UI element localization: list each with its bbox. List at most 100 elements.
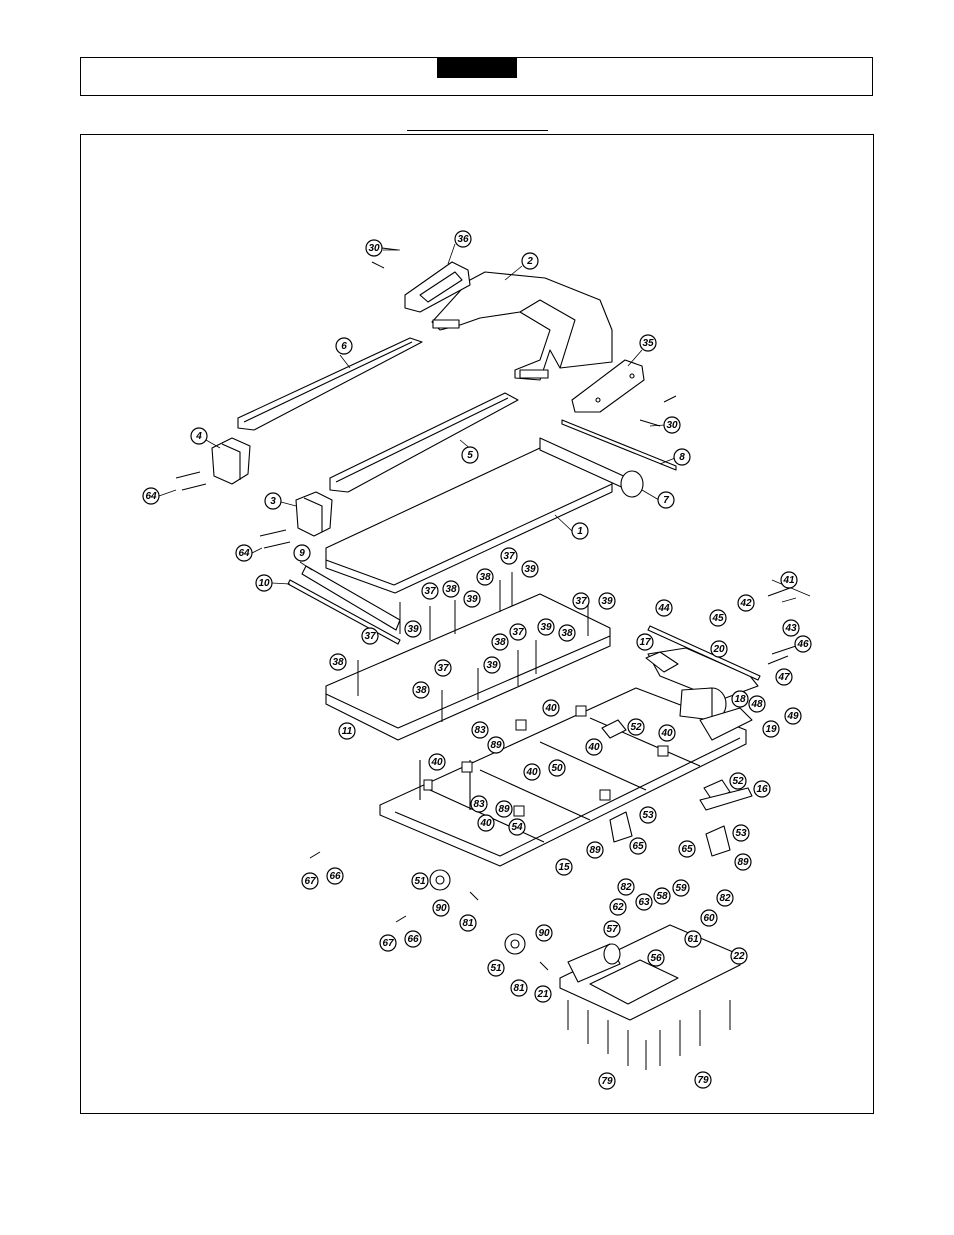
callout-number: 90 [538, 928, 550, 939]
callout-39: 39 [483, 656, 501, 674]
callout-50: 50 [548, 759, 566, 777]
callout-number: 54 [511, 822, 523, 833]
callout-number: 22 [732, 951, 745, 962]
callout-number: 40 [525, 767, 538, 778]
callout-circle [142, 487, 160, 505]
callout-39: 39 [463, 590, 481, 608]
callout-circle [737, 594, 755, 612]
callout-circle [734, 853, 752, 871]
callout-number: 79 [697, 1075, 709, 1086]
callout-circle [673, 448, 691, 466]
callout-number: 38 [445, 584, 457, 595]
callout-64: 64 [142, 487, 160, 505]
callout-44: 44 [655, 599, 673, 617]
callout-number: 1 [577, 526, 583, 537]
callout-4: 4 [190, 427, 208, 445]
callout-circle [487, 959, 505, 977]
callout-81: 81 [459, 914, 477, 932]
callout-22: 22 [730, 947, 748, 965]
link-16 [699, 787, 753, 811]
callout-circle [491, 633, 509, 651]
callout-circle [534, 985, 552, 1003]
callout-circle [794, 635, 812, 653]
callout-number: 45 [711, 613, 724, 624]
callout-number: 65 [632, 841, 644, 852]
callout-circle [379, 934, 397, 952]
callout-number: 89 [589, 845, 601, 856]
callout-number: 59 [675, 883, 687, 894]
callout-number: 66 [407, 934, 419, 945]
callout-3: 3 [264, 492, 282, 510]
callout-circle [434, 659, 452, 677]
motor-hood [431, 271, 613, 381]
callout-37: 37 [572, 592, 590, 610]
callout-number: 40 [544, 703, 557, 714]
callout-40: 40 [542, 699, 560, 717]
callout-number: 40 [587, 742, 600, 753]
callout-67: 67 [379, 934, 397, 952]
callout-circle [775, 668, 793, 686]
callout-circle [326, 867, 344, 885]
callout-58: 58 [653, 887, 671, 905]
callout-15: 15 [555, 858, 573, 876]
callout-65: 65 [678, 840, 696, 858]
callout-circle [647, 949, 665, 967]
end-cap-3 [295, 491, 333, 537]
callout-11: 11 [338, 722, 356, 740]
callout-circle [678, 840, 696, 858]
callout-circle [617, 878, 635, 896]
callout-circle [657, 491, 675, 509]
callout-60: 60 [700, 909, 718, 927]
callout-number: 49 [786, 711, 799, 722]
callout-number: 81 [513, 983, 525, 994]
callout-38: 38 [412, 681, 430, 699]
callout-89: 89 [734, 853, 752, 871]
incline-bracket [647, 647, 759, 701]
callout-number: 38 [332, 657, 344, 668]
callout-89: 89 [495, 800, 513, 818]
callout-10: 10 [255, 574, 273, 592]
callout-circle [655, 599, 673, 617]
callout-number: 67 [382, 938, 394, 949]
callout-circle [521, 560, 539, 578]
callout-number: 89 [737, 857, 749, 868]
callout-circle [700, 909, 718, 927]
callout-number: 60 [703, 913, 715, 924]
callout-circle [782, 619, 800, 637]
callout-number: 37 [424, 586, 436, 597]
callout-number: 39 [524, 564, 536, 575]
callout-circle [508, 818, 526, 836]
hood-end-cap-right [571, 359, 645, 413]
callout-number: 39 [540, 622, 552, 633]
callout-39: 39 [404, 620, 422, 638]
callout-number: 64 [145, 491, 157, 502]
callout-42: 42 [737, 594, 755, 612]
callout-circle [264, 492, 282, 510]
callout-40: 40 [585, 738, 603, 756]
callout-number: 47 [777, 672, 790, 683]
callout-circle [762, 720, 780, 738]
callout-52: 52 [627, 718, 645, 736]
callout-37: 37 [500, 547, 518, 565]
callout-57: 57 [603, 920, 621, 938]
callout-number: 79 [601, 1076, 613, 1087]
callout-39: 39 [537, 618, 555, 636]
bracket-53b [705, 825, 731, 857]
callout-number: 21 [536, 989, 549, 1000]
callout-number: 5 [467, 450, 473, 461]
callout-49: 49 [784, 707, 802, 725]
callout-circle [361, 627, 379, 645]
side-rail-left [237, 337, 423, 431]
callout-number: 37 [364, 631, 376, 642]
callout-81: 81 [510, 979, 528, 997]
callout-38: 38 [442, 580, 460, 598]
callout-51: 51 [487, 959, 505, 977]
callout-6: 6 [335, 337, 353, 355]
callout-circle [537, 618, 555, 636]
callout-number: 19 [765, 724, 777, 735]
callout-number: 9 [299, 548, 305, 559]
callout-number: 42 [739, 598, 752, 609]
callout-number: 40 [479, 818, 492, 829]
callout-circle [365, 239, 383, 257]
